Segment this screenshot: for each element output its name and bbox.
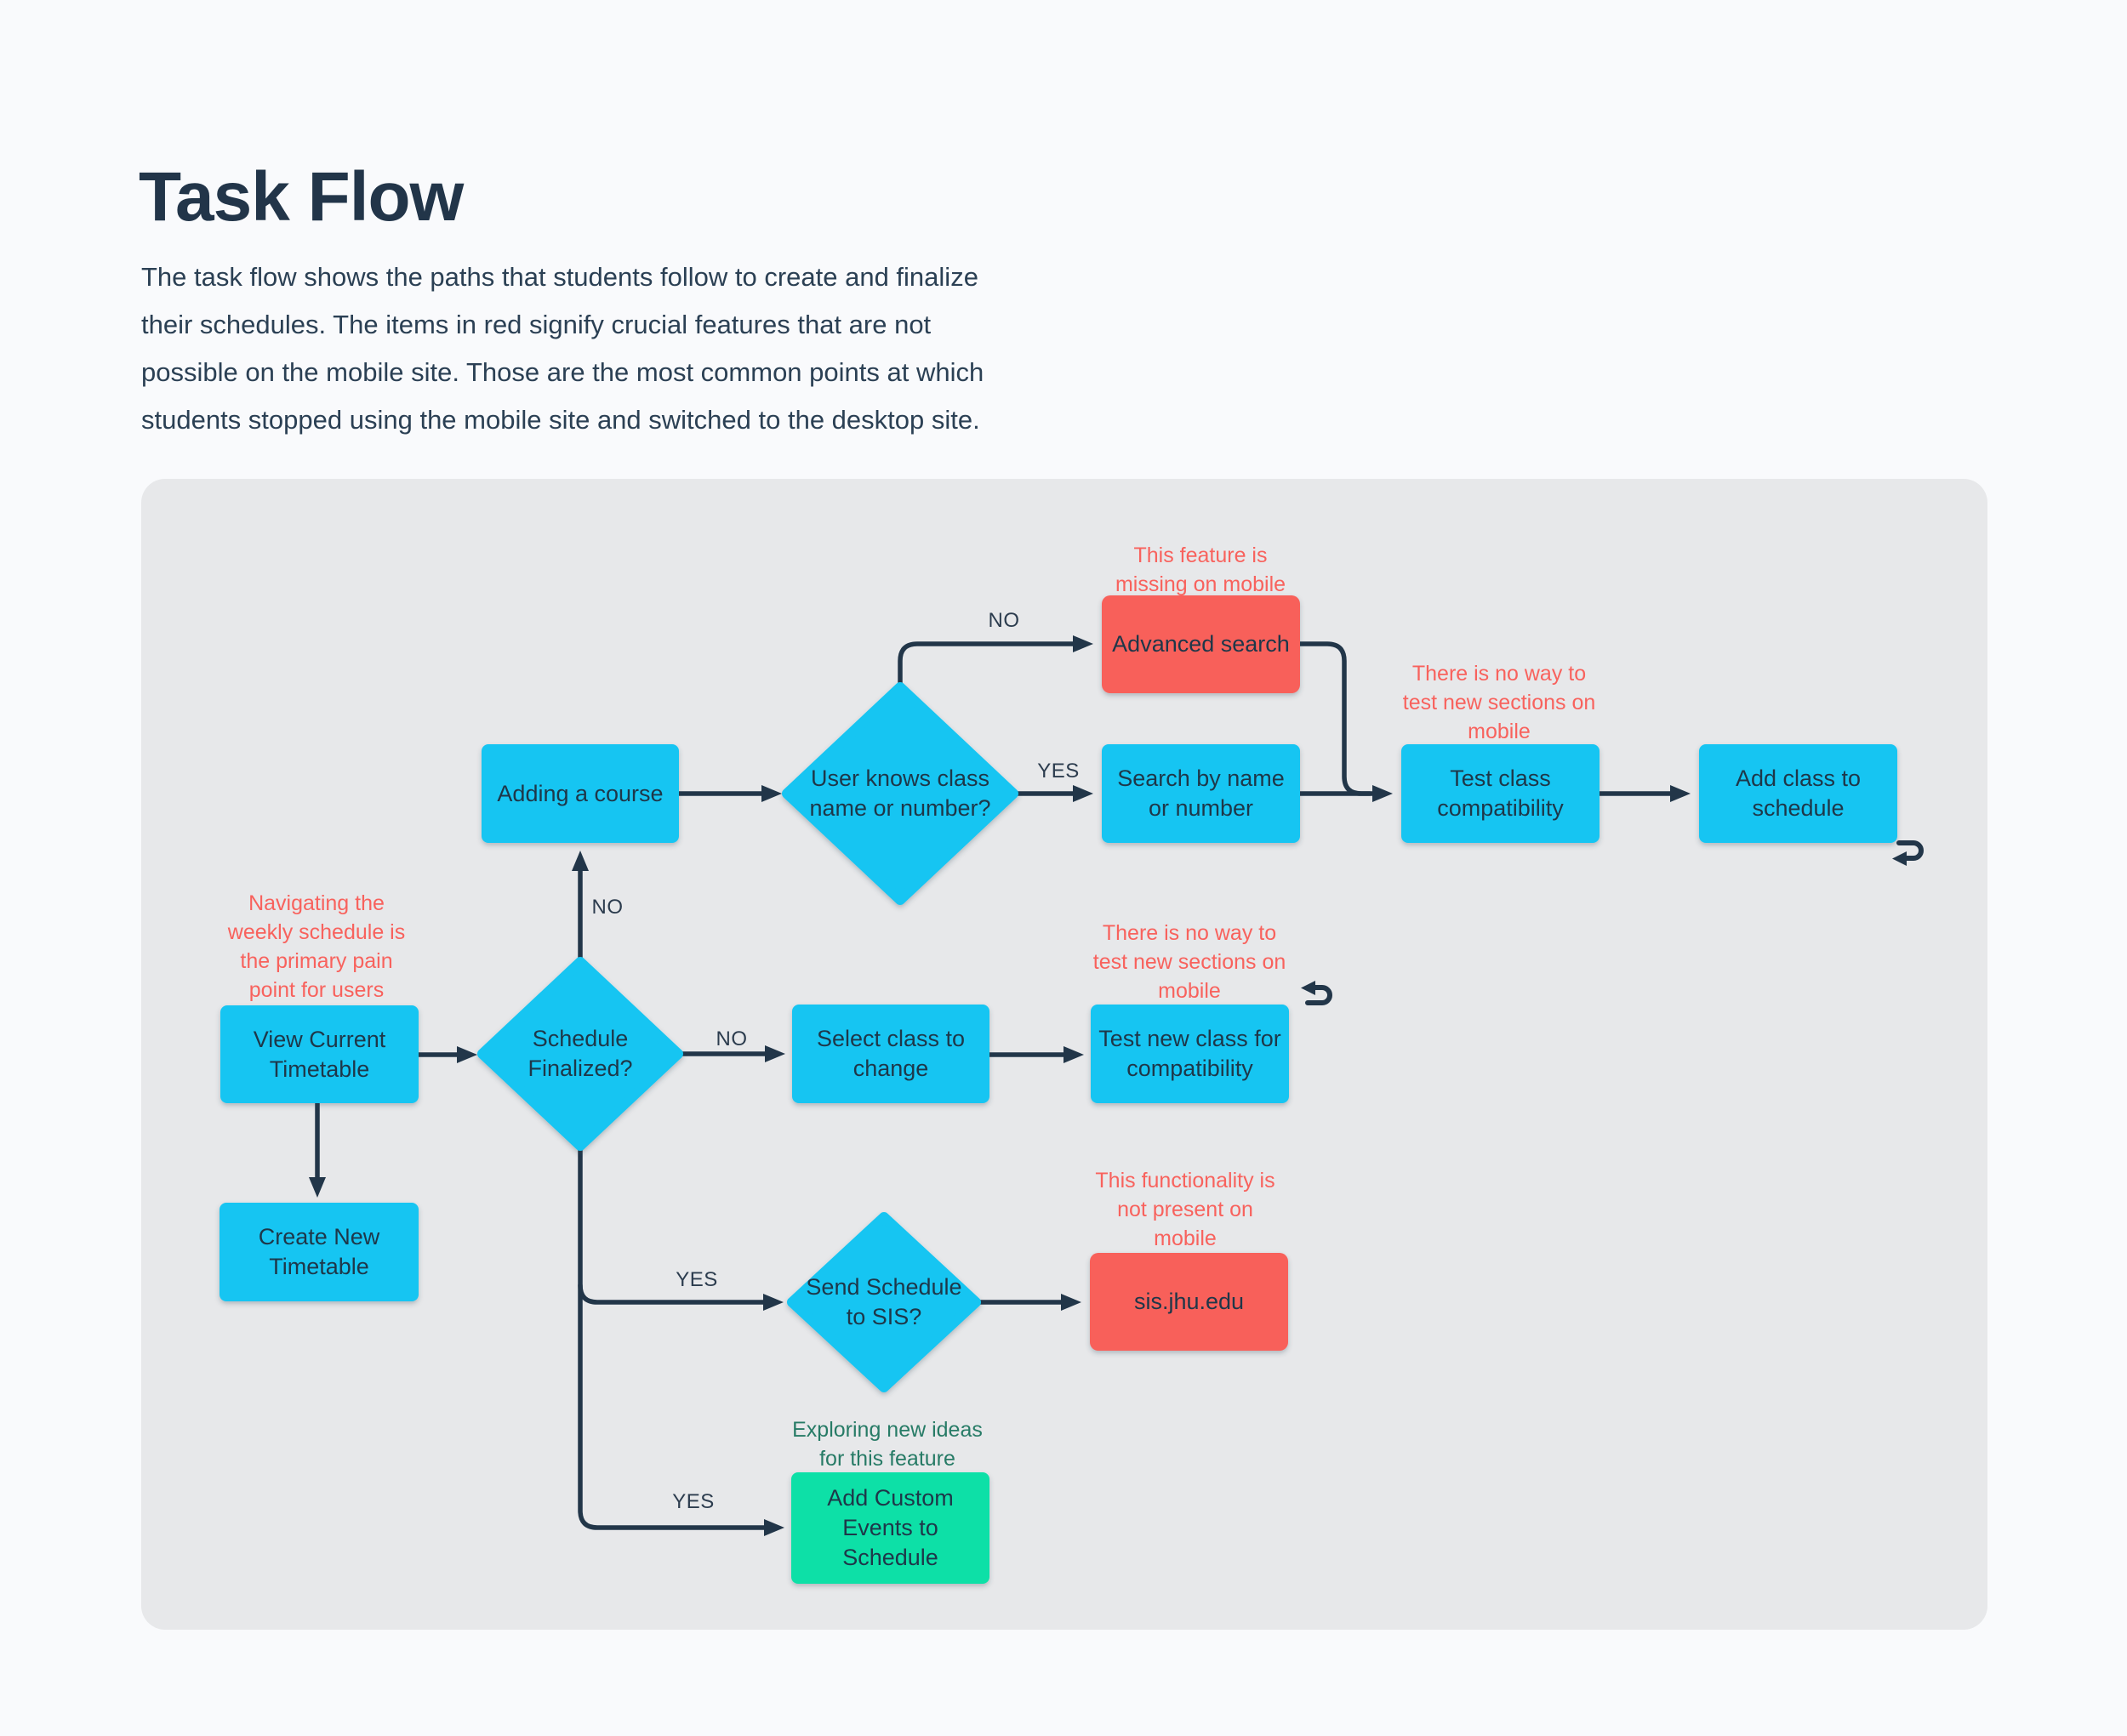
edge-finalized-yes-to-custom bbox=[578, 1143, 784, 1536]
annotation-navigation-pain-point: Navigating the weekly schedule is the pr… bbox=[227, 891, 406, 1002]
page-description: The task flow shows the paths that stude… bbox=[141, 262, 984, 435]
edge-label-yes-custom: YES bbox=[672, 1490, 715, 1513]
edge-label-no-adding: NO bbox=[591, 896, 624, 919]
node-schedule-finalized-shape bbox=[477, 957, 683, 1151]
node-test-new-class-shape bbox=[1091, 1005, 1289, 1103]
annotation-no-test-sections-top: There is no way to test new sections on … bbox=[1402, 662, 1596, 743]
edge-advanced-to-test bbox=[1297, 641, 1372, 796]
node-send-sis-shape bbox=[787, 1212, 981, 1392]
node-advanced-search-shape bbox=[1102, 595, 1300, 693]
node-view-current-shape bbox=[220, 1005, 419, 1103]
node-select-class-shape bbox=[792, 1005, 989, 1103]
annotation-not-present-on-mobile: This functionality is not present on mob… bbox=[1095, 1169, 1275, 1250]
undo-loop-icon-head bbox=[1301, 981, 1315, 995]
node-user-knows-shape bbox=[782, 682, 1018, 905]
node-adding-course-shape bbox=[482, 744, 679, 843]
undo-loop-icon bbox=[1305, 985, 1332, 1005]
node-test-class-shape bbox=[1401, 744, 1600, 843]
edge-finalized-yes-to-sendsis bbox=[578, 1283, 784, 1311]
edge-label-yes-sis: YES bbox=[676, 1268, 718, 1291]
flowchart-shapes bbox=[220, 595, 1924, 1584]
node-add-custom-shape bbox=[791, 1472, 989, 1584]
edge-userknows-no-to-advanced bbox=[898, 635, 1093, 690]
flow-connectors bbox=[309, 635, 1691, 1536]
edge-label-no-select: NO bbox=[716, 1027, 748, 1050]
return-loop-icon-head bbox=[1892, 851, 1907, 866]
node-create-new-shape bbox=[220, 1203, 419, 1301]
node-add-class-shape bbox=[1699, 744, 1897, 843]
return-loop-icon bbox=[1896, 840, 1924, 861]
node-search-by-name-shape bbox=[1102, 744, 1300, 843]
annotation-no-test-sections-mid: There is no way to test new sections on … bbox=[1092, 921, 1286, 1003]
annotation-missing-on-mobile: This feature is missing on mobile bbox=[1115, 544, 1286, 596]
node-sis-site-shape bbox=[1090, 1253, 1288, 1351]
edge-label-yes-search: YES bbox=[1037, 760, 1080, 783]
task-flow-diagram: Adding a course User knows class name or… bbox=[141, 479, 1987, 1630]
page-title: Task Flow bbox=[139, 157, 464, 236]
annotation-exploring-new-ideas: Exploring new ideas for this feature bbox=[792, 1418, 983, 1471]
edge-label-no-advanced: NO bbox=[988, 609, 1020, 632]
